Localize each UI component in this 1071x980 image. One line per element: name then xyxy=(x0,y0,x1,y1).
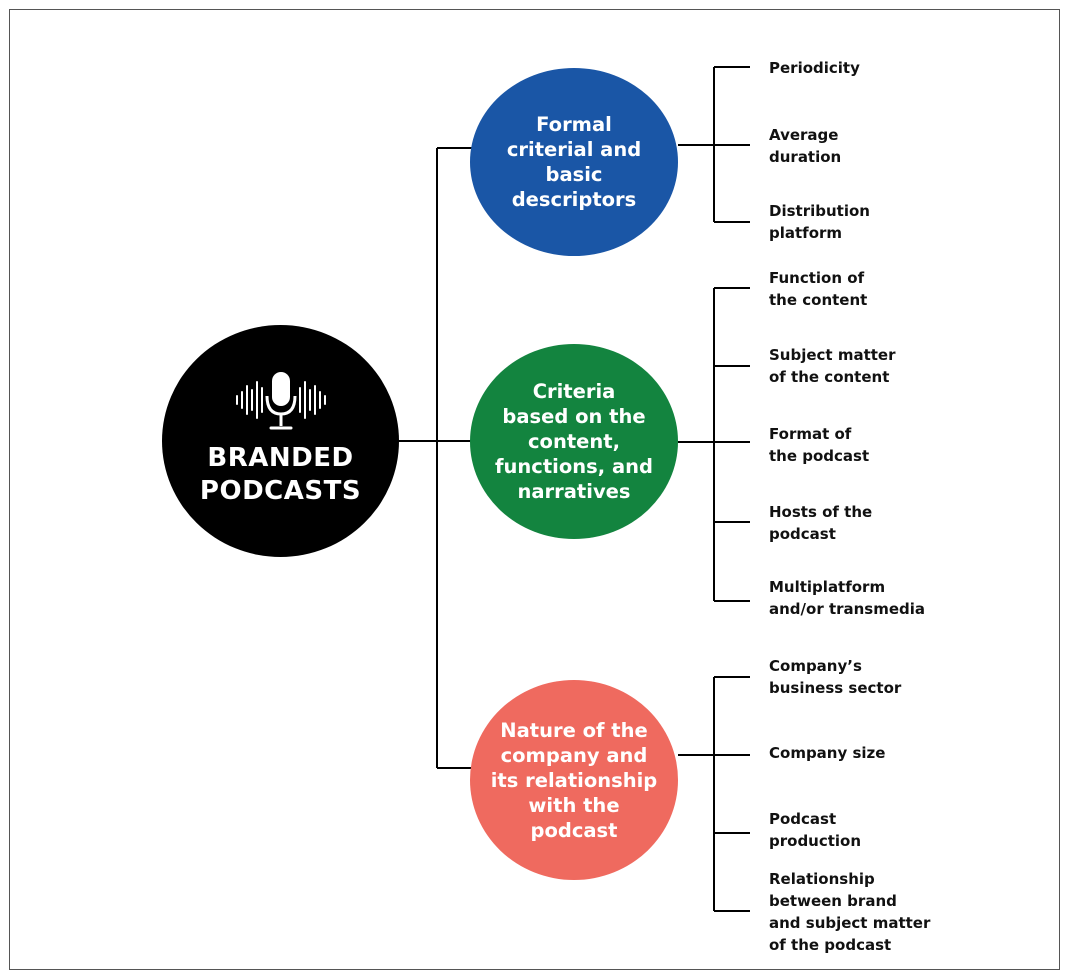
branch-node-content-criteria: Criteria based on the content, functions… xyxy=(470,344,678,539)
leaf-business-sector: Company’s business sector xyxy=(769,657,902,697)
leaf-company-size: Company size xyxy=(769,744,886,762)
leaf-subject-matter: Subject matter of the content xyxy=(769,346,896,386)
branch-label: Criteria based on the content, functions… xyxy=(495,380,653,503)
root-node-branded-podcasts: BRANDED PODCASTS xyxy=(162,325,399,557)
leaf-multiplatform: Multiplatform and/or transmedia xyxy=(769,578,926,618)
branch-node-formal-criteria: Formal criterial and basic descriptors xyxy=(470,68,678,256)
leaf-format-of-podcast: Format of the podcast xyxy=(769,425,870,465)
leaf-podcast-production: Podcast production xyxy=(769,810,862,850)
branch-label: Formal criterial and basic descriptors xyxy=(506,113,642,211)
leaf-distribution-platform: Distribution platform xyxy=(769,202,870,242)
leaf-average-duration: Average duration xyxy=(769,126,842,166)
leaf-hosts-of-podcast: Hosts of the podcast xyxy=(769,503,873,543)
leaf-function-of-content: Function of the content xyxy=(769,269,868,309)
branch-node-company-nature: Nature of the company and its relationsh… xyxy=(470,680,678,880)
root-title: BRANDED PODCASTS xyxy=(199,443,362,506)
leaf-brand-relationship: Relationship between brand and subject m… xyxy=(769,870,931,954)
podcast-microphone-icon xyxy=(231,368,331,434)
leaf-periodicity: Periodicity xyxy=(769,59,860,77)
branch-label: Nature of the company and its relationsh… xyxy=(490,718,658,842)
